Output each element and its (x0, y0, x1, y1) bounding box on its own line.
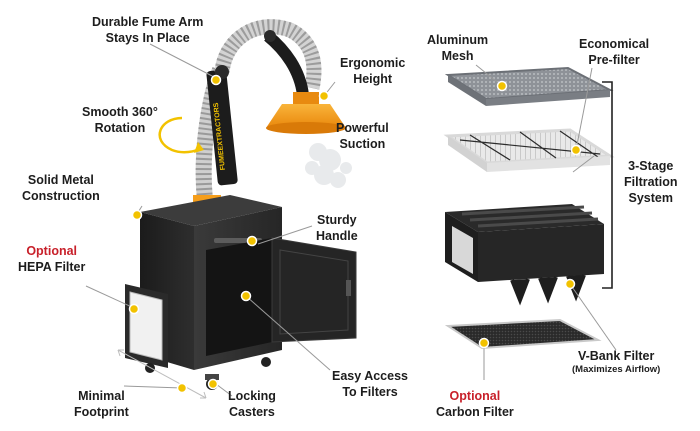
label-aluminum-mesh-line2: Mesh (441, 49, 474, 63)
label-solid-metal: Solid Metal Construction (22, 172, 100, 204)
dot-fume-arm (210, 74, 222, 86)
dot-handle (246, 235, 258, 247)
label-ergonomic-line1: Ergonomic (340, 56, 406, 70)
three-stage-bracket (602, 81, 613, 289)
label-aluminum-mesh: Aluminum Mesh (427, 32, 488, 64)
label-three-stage-line3: System (628, 191, 673, 205)
label-hepa-name: HEPA Filter (18, 260, 86, 274)
label-prefilter-line1: Economical (579, 37, 650, 51)
label-solid-metal-line2: Construction (22, 189, 100, 203)
label-fume-arm-line1: Durable Fume Arm (92, 15, 204, 29)
label-sturdy-handle-line2: Handle (316, 229, 358, 243)
dot-footprint (176, 382, 188, 394)
aluminum-mesh-filter (444, 66, 614, 106)
label-footprint-line2: Footprint (74, 405, 129, 419)
suction-hood (266, 92, 346, 134)
label-footprint-line1: Minimal (78, 389, 125, 403)
dot-easy-access (240, 290, 252, 302)
callout-lines (85, 43, 617, 397)
label-carbon-name: Carbon Filter (436, 405, 514, 419)
pre-filter (443, 128, 615, 172)
label-vbank-note: (Maximizes Airflow) (572, 364, 661, 375)
dot-ergonomic (318, 90, 330, 102)
label-suction-line2: Suction (339, 137, 386, 151)
label-casters-line2: Casters (229, 405, 275, 419)
label-fume-arm: Durable Fume Arm Stays In Place (92, 14, 203, 46)
smoke-plume (305, 143, 352, 188)
dot-vbank (564, 278, 576, 290)
label-ergonomic-line2: Height (353, 72, 393, 86)
dot-hepa (128, 303, 140, 315)
label-sturdy-handle-line1: Sturdy (317, 213, 357, 227)
dot-solid-metal (131, 209, 143, 221)
label-hepa-optional: Optional (26, 244, 78, 258)
extractor-cabinet (125, 195, 357, 390)
label-hepa: Optional HEPA Filter (18, 243, 85, 275)
label-three-stage: 3-Stage Filtration System (624, 158, 677, 206)
label-prefilter-line2: Pre-filter (588, 53, 640, 67)
dot-mesh (496, 80, 508, 92)
label-carbon: Optional Carbon Filter (436, 388, 514, 420)
label-footprint: Minimal Footprint (74, 388, 129, 420)
label-sturdy-handle: Sturdy Handle (316, 212, 358, 244)
label-suction: Powerful Suction (336, 120, 389, 152)
callout-dots (128, 74, 582, 394)
label-aluminum-mesh-line1: Aluminum (427, 33, 489, 47)
label-vbank-name: V-Bank Filter (577, 349, 655, 363)
label-carbon-optional: Optional (449, 389, 501, 403)
dot-prefilter (570, 144, 582, 156)
label-casters: Locking Casters (228, 388, 276, 420)
label-suction-line1: Powerful (336, 121, 389, 135)
v-bank-filter (445, 204, 604, 306)
label-rotation-line2: Rotation (94, 121, 146, 135)
label-easy-access: Easy Access To Filters (332, 368, 408, 400)
dot-carbon (478, 337, 490, 349)
footprint-guide (117, 349, 207, 399)
label-easy-access-line2: To Filters (342, 385, 398, 399)
label-three-stage-line1: 3-Stage (628, 159, 674, 173)
dot-casters (207, 378, 219, 390)
label-vbank: V-Bank Filter (Maximizes Airflow) (572, 348, 660, 375)
label-easy-access-line1: Easy Access (332, 369, 408, 383)
label-ergonomic: Ergonomic Height (340, 55, 405, 87)
carbon-filter (444, 318, 602, 350)
label-rotation-line1: Smooth 360° (82, 105, 158, 119)
label-prefilter: Economical Pre-filter (579, 36, 649, 68)
label-fume-arm-line2: Stays In Place (105, 31, 190, 45)
label-three-stage-line2: Filtration (624, 175, 678, 189)
label-rotation: Smooth 360° Rotation (82, 104, 158, 136)
label-solid-metal-line1: Solid Metal (27, 173, 94, 187)
label-casters-line1: Locking (228, 389, 276, 403)
rotation-arrow-icon (158, 116, 204, 154)
